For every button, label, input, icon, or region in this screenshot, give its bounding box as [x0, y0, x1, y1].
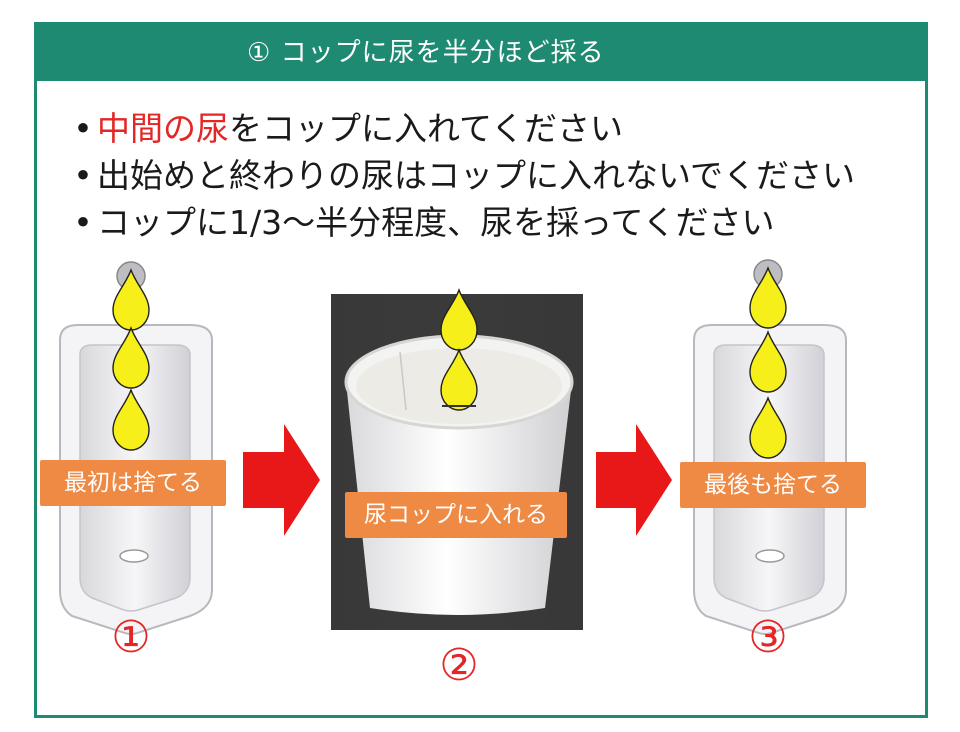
bullet-dot: • — [73, 156, 93, 195]
instruction-item-1: •中間の尿をコップに入れてください — [69, 105, 855, 152]
instruction-list: •中間の尿をコップに入れてください •出始めと終わりの尿はコップに入れないでくだ… — [69, 105, 855, 246]
arrow-right-icon — [596, 424, 672, 536]
instruction-item-2: •出始めと終わりの尿はコップに入れないでください — [69, 152, 855, 199]
urinal-image-1 — [59, 261, 213, 635]
step-label-3: 最後も捨てる — [680, 462, 866, 508]
bullet-dot: • — [73, 109, 93, 148]
cup-photo — [331, 289, 583, 630]
highlight-text: 中間の尿 — [97, 109, 229, 148]
arrow-right-icon — [243, 424, 320, 536]
instruction-text: コップに1/3～半分程度、尿を採ってください — [97, 203, 775, 242]
instruction-text: 出始めと終わりの尿はコップに入れないでください — [97, 156, 856, 195]
step-label-2: 尿コップに入れる — [345, 492, 567, 538]
step-number-3: ③ — [748, 612, 788, 663]
step-number-2: ② — [439, 640, 479, 691]
section-header: ① コップに尿を半分ほど採る — [37, 25, 925, 81]
urinal-image-3 — [693, 259, 847, 635]
instruction-item-3: •コップに1/3～半分程度、尿を採ってください — [69, 199, 855, 246]
step-label-1: 最初は捨てる — [40, 460, 226, 506]
bullet-dot: • — [73, 203, 93, 242]
section-title: ① コップに尿を半分ほど採る — [247, 38, 605, 68]
step-number-1: ① — [111, 612, 151, 663]
instruction-text: をコップに入れてください — [229, 109, 624, 148]
